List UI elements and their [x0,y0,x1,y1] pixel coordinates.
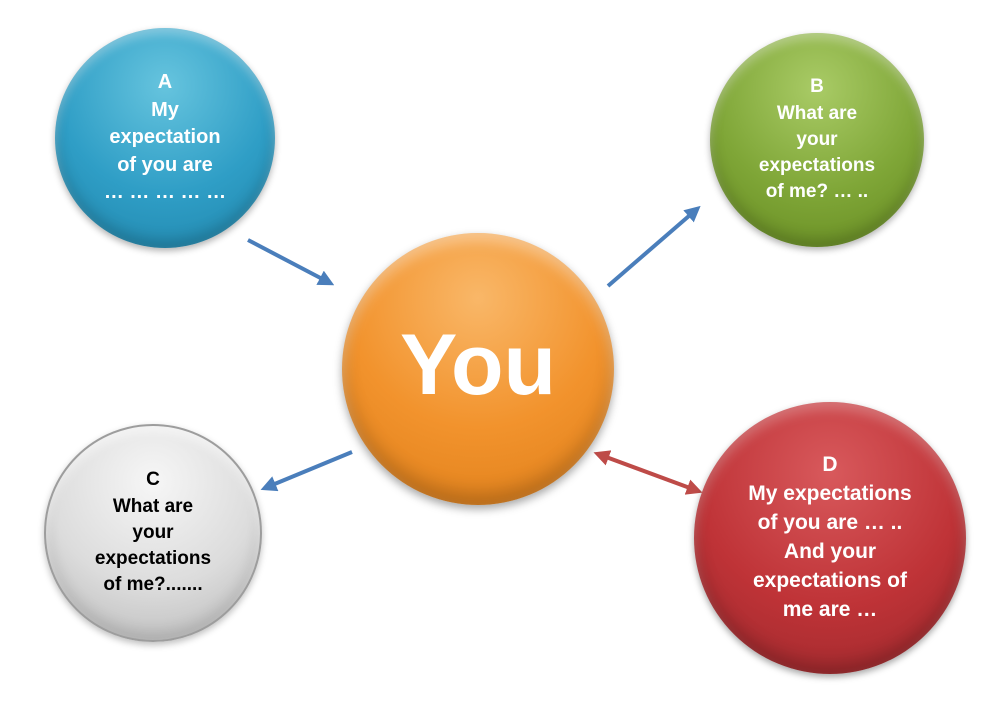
node-you-label: You [399,316,557,413]
arrow-you-to-b [606,205,701,288]
node-c: C What are your expectations of me?.....… [44,424,262,642]
arrow-you-to-d-double [593,450,703,495]
arrow-a-to-you [247,238,335,286]
node-you-center: You [342,233,614,505]
node-d: D My expectations of you are … .. And yo… [694,402,966,674]
arrow-you-to-c [260,450,353,492]
node-d-text: D My expectations of you are … .. And yo… [748,453,912,621]
node-a-text: A My expectation of you are … … … … … [103,71,227,204]
node-b: B What are your expectations of me? … .. [710,33,924,247]
node-b-text: B What are your expectations of me? … .. [758,76,876,203]
node-a: A My expectation of you are … … … … … [55,28,275,248]
node-c-text: C What are your expectations of me?.....… [94,469,212,596]
